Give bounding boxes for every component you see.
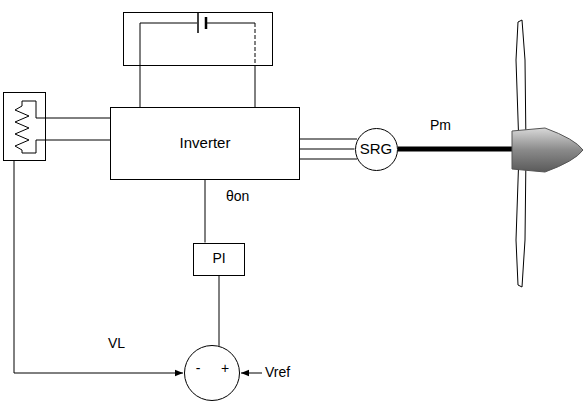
shaft [398, 147, 514, 152]
wind-turbine [398, 20, 583, 287]
circle-outline [355, 128, 397, 170]
battery-wire [255, 23, 256, 65]
load-wire [22, 101, 110, 118]
reference-line [241, 373, 262, 374]
signal-wires [14, 161, 262, 373]
signal-label: θon [226, 189, 249, 204]
battery-wire [140, 23, 197, 107]
turbine-hub [512, 128, 583, 172]
load-housing [4, 93, 46, 161]
turbine-blade [516, 152, 526, 287]
turbine-blade [516, 20, 526, 148]
battery-housing [124, 13, 273, 66]
process-box: Inverter [110, 107, 300, 180]
sign-text: + [221, 361, 229, 376]
node-text: SRG [360, 141, 393, 158]
process-box: PI [193, 243, 245, 276]
connector-line [219, 276, 220, 346]
signal-label: Vref [265, 365, 290, 380]
circle-outline [184, 345, 240, 401]
battery-wire [207, 23, 255, 24]
node-text: PI [212, 251, 225, 266]
battery-plate [205, 17, 208, 29]
resistor-symbol [4, 93, 111, 161]
power-label: Pm [430, 118, 451, 133]
generator-circle: SRG [355, 128, 398, 171]
phase-line [300, 139, 357, 140]
phase-wires [300, 139, 357, 159]
connector-line [300, 149, 355, 150]
resistor-zigzag [15, 101, 29, 153]
battery-symbol [124, 13, 273, 108]
battery-wire [255, 65, 256, 107]
load-wire [22, 140, 110, 153]
phase-line [300, 159, 357, 160]
signal-label: VL [108, 336, 125, 351]
connector-line [205, 180, 206, 243]
sign-text: - [196, 361, 201, 376]
node-text: Inverter [180, 135, 231, 152]
summing-junction: -+ [184, 345, 240, 401]
feedback-line [14, 161, 183, 373]
circle-outline [185, 346, 240, 401]
battery-plate [197, 13, 199, 33]
